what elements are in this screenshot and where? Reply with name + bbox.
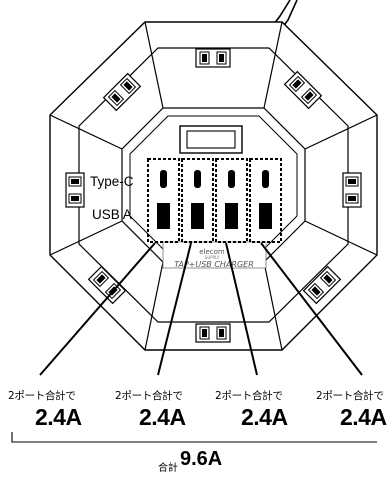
total-prefix: 合計 bbox=[158, 463, 178, 474]
port-caption-3: 2ポート合計で bbox=[215, 390, 283, 402]
ac-outlet-bottom-right bbox=[302, 265, 342, 305]
total-value: 9.6A bbox=[180, 448, 223, 470]
outlet-separators bbox=[49, 21, 378, 351]
leader-lines bbox=[39, 242, 363, 376]
usb-a-port bbox=[225, 203, 238, 229]
type-c-port bbox=[228, 170, 235, 188]
usb-a-port bbox=[157, 203, 170, 229]
ac-outlet-left bbox=[65, 172, 85, 208]
type-c-port bbox=[262, 170, 269, 188]
ac-outlet-top-left bbox=[102, 72, 142, 112]
ac-outlet-bottom bbox=[195, 323, 231, 343]
power-switch bbox=[179, 125, 243, 154]
usb-a-port bbox=[259, 203, 272, 229]
supply-label: SUPPLY bbox=[205, 255, 220, 260]
ac-outlet-top-right bbox=[283, 70, 323, 110]
port-caption-2: 2ポート合計で bbox=[115, 390, 183, 402]
product-diagram: elecom SUPPLY TAP+USB CHARGER bbox=[11, 0, 378, 443]
ac-outlet-top bbox=[195, 48, 231, 68]
port-amperage-1: 2.4A bbox=[35, 404, 82, 430]
type-c-port bbox=[194, 170, 201, 188]
port-caption-4: 2ポート合計で bbox=[316, 390, 384, 402]
port-amperage-3: 2.4A bbox=[241, 404, 288, 430]
brand-label: elecom bbox=[199, 248, 225, 256]
usb-group-3 bbox=[215, 158, 248, 243]
usb-a-port bbox=[191, 203, 204, 229]
port-amperage-4: 2.4A bbox=[340, 404, 387, 430]
usb-group-1 bbox=[147, 158, 180, 243]
port-caption-1: 2ポート合計で bbox=[8, 390, 76, 402]
product-label: TAP+USB CHARGER bbox=[174, 260, 254, 269]
total-bracket bbox=[11, 432, 377, 443]
label-plate bbox=[162, 241, 267, 269]
port-amperage-2: 2.4A bbox=[139, 404, 186, 430]
usb-group-4 bbox=[249, 158, 282, 243]
usb-group-2 bbox=[181, 158, 214, 243]
usb-a-label: USB A bbox=[92, 207, 132, 222]
type-c-label: Type-C bbox=[90, 174, 134, 189]
ac-outlet-right bbox=[342, 172, 362, 208]
type-c-port bbox=[160, 170, 167, 188]
